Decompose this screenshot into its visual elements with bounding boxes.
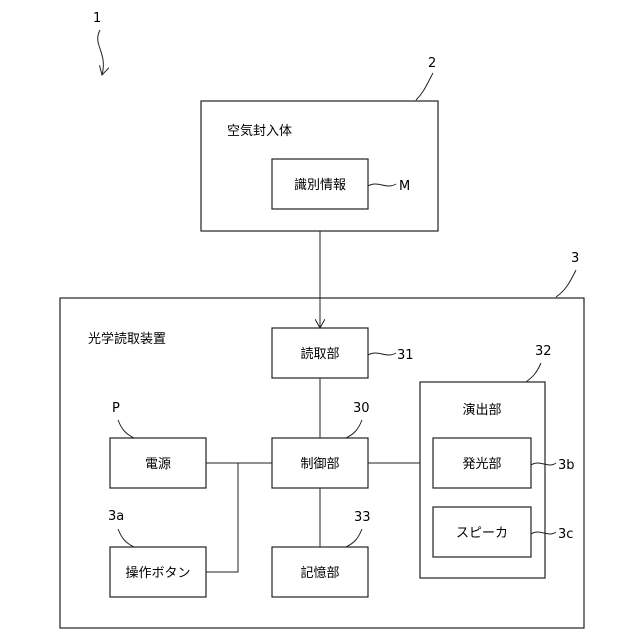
ref-air-body: 2 — [428, 56, 436, 71]
ref-light-unit: 3b — [558, 458, 575, 473]
ref-button: 3a — [108, 509, 124, 524]
speaker-leader — [531, 532, 556, 534]
reader-device-leader — [556, 270, 576, 297]
ref-control-unit: 30 — [353, 401, 370, 416]
reading-unit-leader — [368, 353, 396, 355]
button-label: 操作ボタン — [125, 565, 190, 581]
ref-power: P — [112, 401, 120, 416]
button-control-line — [206, 463, 238, 572]
power-leader — [118, 420, 134, 438]
light-unit-label: 発光部 — [462, 457, 501, 472]
effect-unit-leader — [526, 363, 541, 382]
ref-reading-unit: 31 — [397, 348, 414, 363]
light-unit-leader — [531, 463, 556, 465]
air-body-box — [201, 101, 438, 231]
speaker-label: スピーカ — [456, 526, 508, 541]
ref-effect-unit: 32 — [535, 344, 552, 359]
reading-unit-label: 読取部 — [300, 346, 339, 362]
control-unit-label: 制御部 — [300, 457, 339, 472]
memory-label: 記憶部 — [300, 565, 339, 581]
ref-memory: 33 — [354, 510, 371, 525]
button-leader — [118, 529, 134, 547]
air-body-leader — [416, 73, 433, 100]
memory-leader — [346, 529, 362, 547]
effect-unit-label: 演出部 — [462, 402, 501, 418]
ref-reader-device: 3 — [571, 251, 579, 266]
identification-leader — [368, 184, 396, 186]
control-unit-leader — [346, 420, 362, 438]
ref-identification: M — [399, 179, 410, 194]
ref-speaker: 3c — [558, 527, 573, 542]
air-body-label: 空気封入体 — [227, 123, 292, 139]
ref-system: 1 — [93, 11, 101, 26]
reader-device-label: 光学読取装置 — [88, 331, 166, 347]
identification-label: 識別情報 — [294, 178, 346, 193]
system-ref-arrow — [98, 30, 104, 75]
power-label: 電源 — [145, 457, 171, 472]
